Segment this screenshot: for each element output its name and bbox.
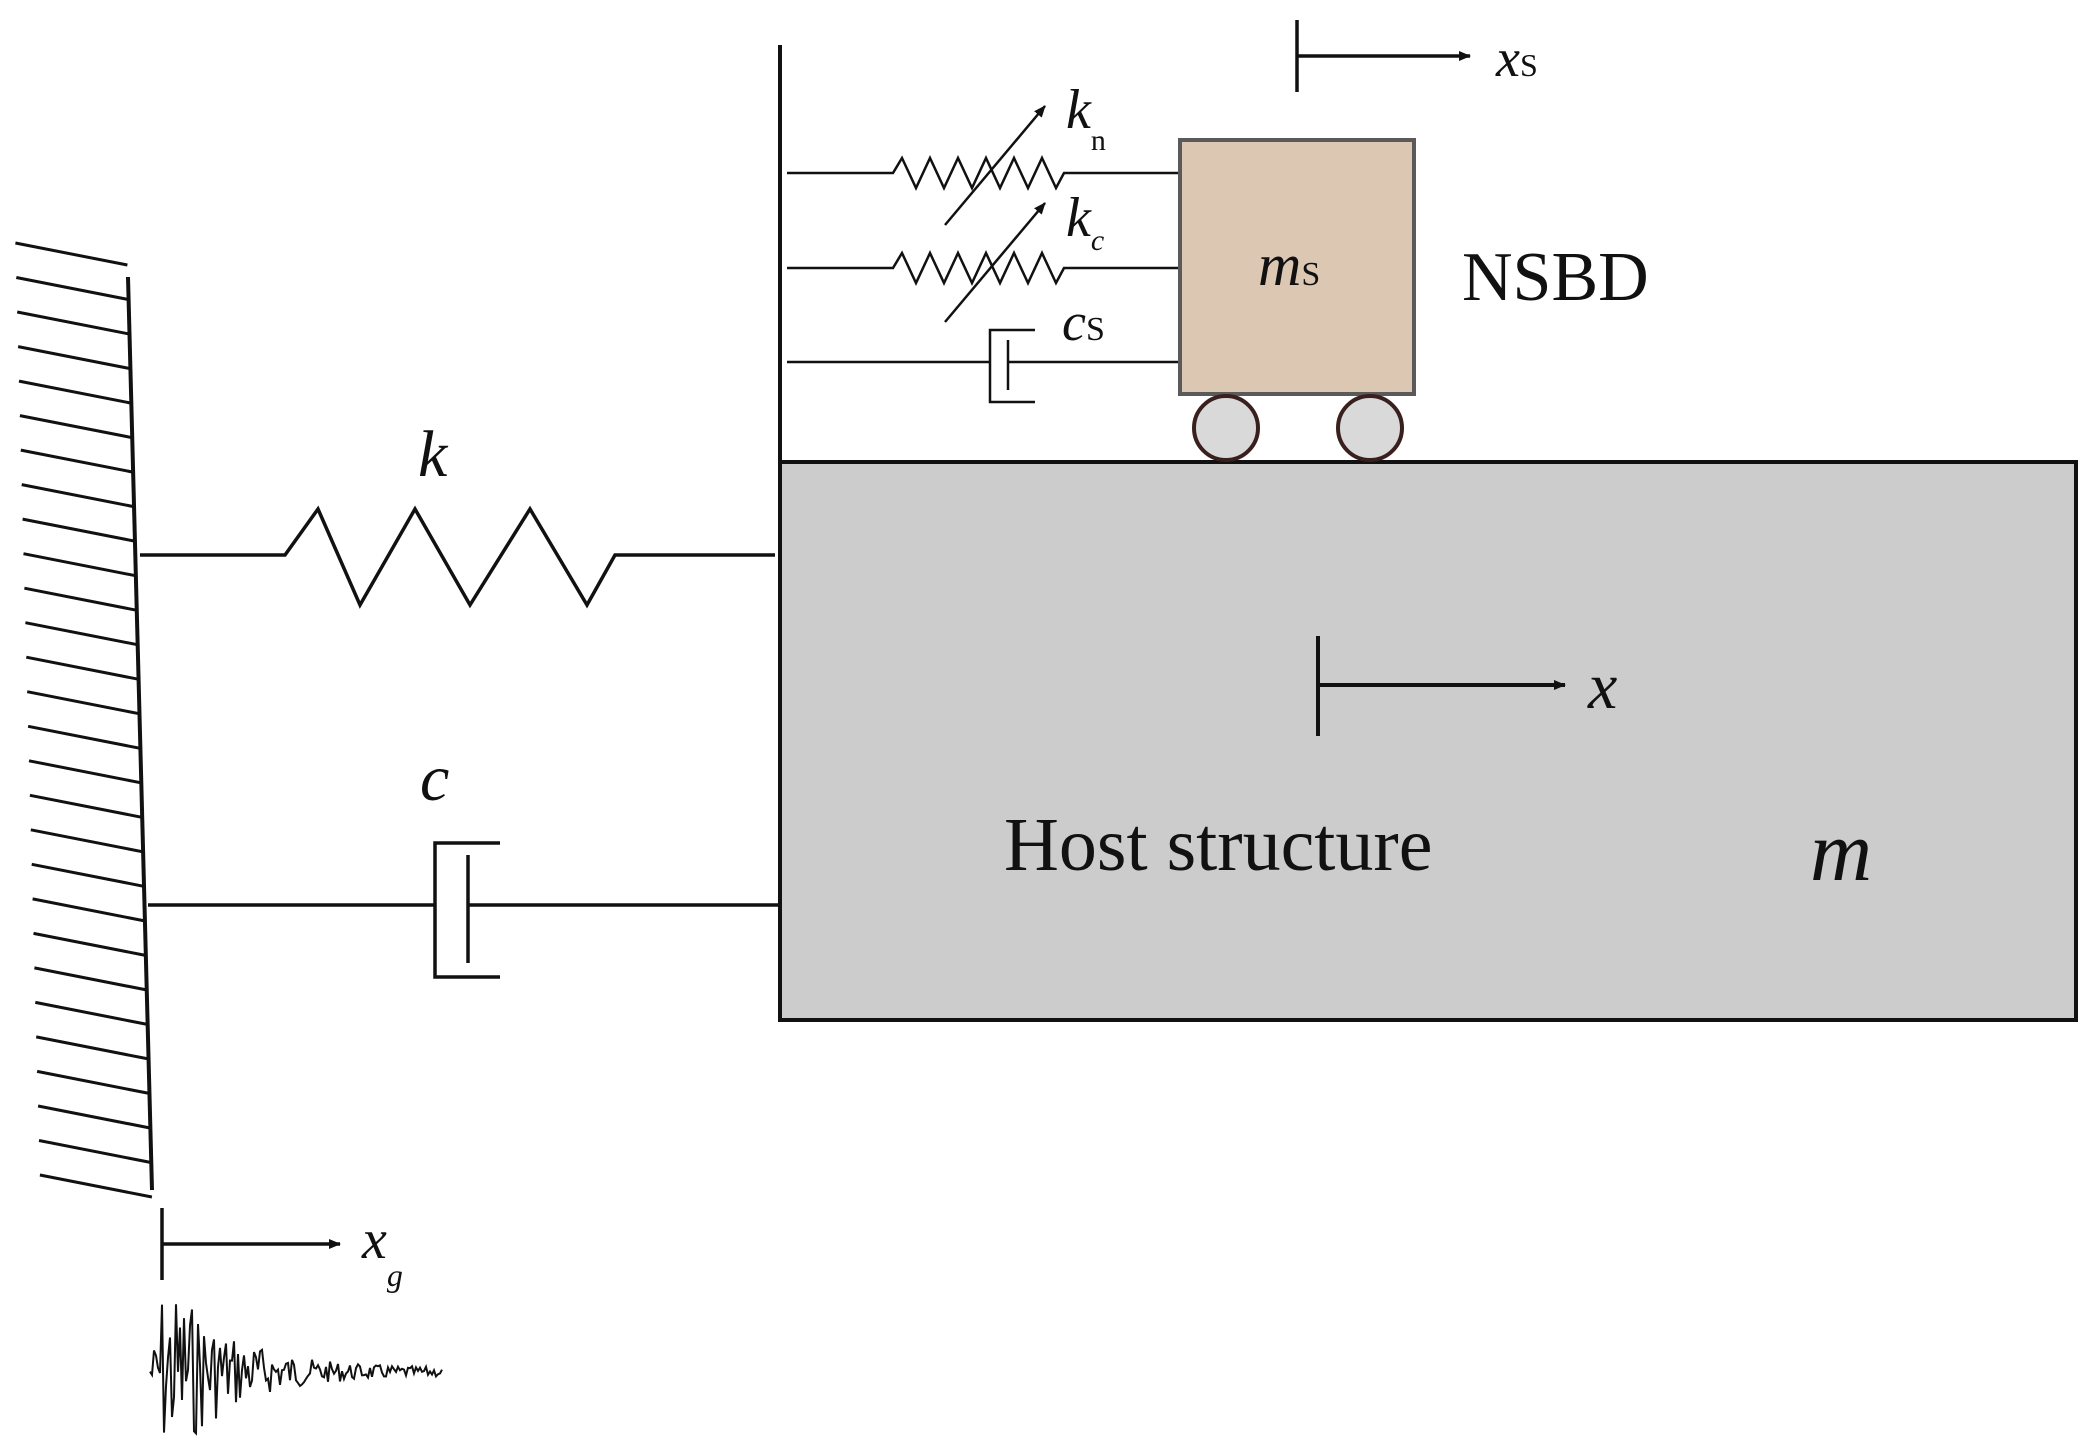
- seismic-waveform: [149, 1304, 443, 1436]
- hatch-line: [39, 1173, 153, 1199]
- hatch-line: [21, 483, 134, 509]
- label-cs: cS: [1062, 292, 1105, 352]
- hatch-line: [27, 724, 141, 750]
- hatch-line: [18, 379, 132, 405]
- hatch-line: [16, 276, 129, 301]
- hatch-line: [26, 655, 139, 681]
- hatch-line: [32, 897, 145, 923]
- ground-wall: [15, 241, 154, 1199]
- hatch-line: [30, 828, 144, 854]
- hatch-line: [28, 759, 142, 785]
- displacement-xg-arrow: [160, 1208, 341, 1280]
- displacement-xs-arrow: [1295, 20, 1471, 92]
- wheel-right: [1336, 394, 1404, 462]
- nsbd-mass-block: [1178, 138, 1416, 396]
- hatch-line: [34, 966, 147, 992]
- hatch-line: [26, 690, 140, 716]
- label-kc: kc: [1066, 187, 1104, 257]
- hatch-line: [38, 1139, 152, 1164]
- label-xs: xS: [1495, 28, 1538, 88]
- label-m: m: [1810, 803, 1872, 899]
- hatch-line: [35, 1000, 148, 1026]
- hatch-line: [17, 345, 131, 371]
- hatch-line: [36, 1069, 150, 1095]
- damper-cs: [787, 328, 1182, 404]
- hatch-line: [35, 1035, 149, 1061]
- label-c: c: [420, 742, 449, 815]
- hatch-line: [24, 586, 137, 612]
- hatch-line: [19, 414, 133, 440]
- hatch-line: [33, 931, 146, 957]
- host-structure-block: [778, 460, 2078, 1022]
- hatch-line: [31, 862, 144, 888]
- spring-kc: [787, 202, 1182, 323]
- displacement-x-arrow: [1316, 636, 1566, 736]
- hatch-line: [29, 793, 143, 819]
- label-host-structure: Host structure: [1004, 803, 1432, 887]
- ground-hatching: [15, 241, 153, 1199]
- damper-c: [148, 841, 780, 979]
- hatch-line: [20, 448, 134, 474]
- hatch-line: [15, 241, 128, 267]
- spring-k: [140, 505, 775, 609]
- hatch-line: [37, 1104, 151, 1130]
- wheel-left: [1192, 394, 1260, 462]
- hatch-line: [16, 310, 130, 336]
- label-ms: mS: [1258, 232, 1320, 298]
- label-x: x: [1587, 650, 1617, 723]
- label-k: k: [418, 418, 449, 491]
- label-xg: xg: [361, 1209, 403, 1293]
- hatch-line: [23, 552, 136, 578]
- hatch-line: [22, 517, 135, 543]
- label-nsbd: NSBD: [1462, 239, 1649, 316]
- spring-kn: [787, 105, 1182, 226]
- label-kn: kn: [1066, 79, 1106, 157]
- hatch-line: [25, 621, 138, 647]
